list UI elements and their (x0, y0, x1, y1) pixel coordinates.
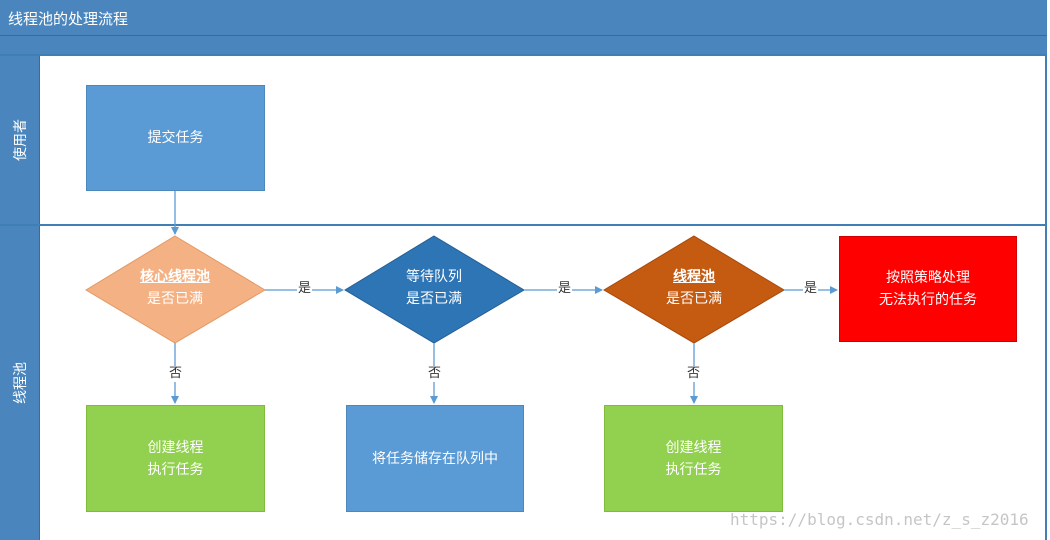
edge-label-yes-2: 是 (557, 281, 573, 297)
create-1-line-1: 创建线程 (147, 439, 204, 456)
store-in-queue-label: 将任务储存在队列中 (372, 450, 498, 467)
reject-line-1: 按照策略处理 (886, 270, 970, 286)
queue-label: 等待队列 (406, 269, 462, 285)
diagram-title: 线程池的处理流程 (8, 10, 129, 28)
pool-full-label: 线程池 是否已满 (619, 258, 769, 318)
title-bar: 线程池的处理流程 (0, 0, 1047, 36)
pool-label: 线程池 (673, 269, 715, 285)
create-2-line-2: 执行任务 (665, 461, 722, 478)
edge-label-no-1: 否 (168, 366, 184, 382)
lane-divider (0, 224, 1047, 226)
reject-policy-box: 按照策略处理 无法执行的任务 (839, 236, 1017, 342)
pool-question: 是否已满 (666, 291, 722, 307)
create-thread-box-2: 创建线程 执行任务 (604, 405, 783, 512)
lane-header-pool: 线程池 (0, 226, 40, 540)
submit-task-box: 提交任务 (86, 85, 265, 191)
queue-question: 是否已满 (406, 291, 462, 307)
create-thread-box-1: 创建线程 执行任务 (86, 405, 265, 512)
edge-label-yes-1: 是 (297, 281, 313, 297)
core-pool-label: 核心线程池 (140, 269, 210, 285)
create-2-line-1: 创建线程 (665, 439, 722, 456)
edge-label-no-3: 否 (686, 366, 702, 382)
store-in-queue-box: 将任务储存在队列中 (346, 405, 524, 512)
edge-label-no-2: 否 (427, 366, 443, 382)
core-pool-full-label: 核心线程池 是否已满 (100, 258, 250, 318)
edge-label-yes-3: 是 (803, 281, 819, 297)
submit-task-label: 提交任务 (147, 130, 204, 146)
reject-line-2: 无法执行的任务 (879, 292, 977, 308)
lane-header-user: 使用者 (0, 56, 40, 224)
create-1-line-2: 执行任务 (147, 461, 204, 478)
header-strip (0, 36, 1047, 56)
queue-full-label: 等待队列 是否已满 (359, 258, 509, 318)
core-pool-question: 是否已满 (147, 291, 203, 307)
watermark: https://blog.csdn.net/z_s_z2016 (730, 510, 1029, 529)
